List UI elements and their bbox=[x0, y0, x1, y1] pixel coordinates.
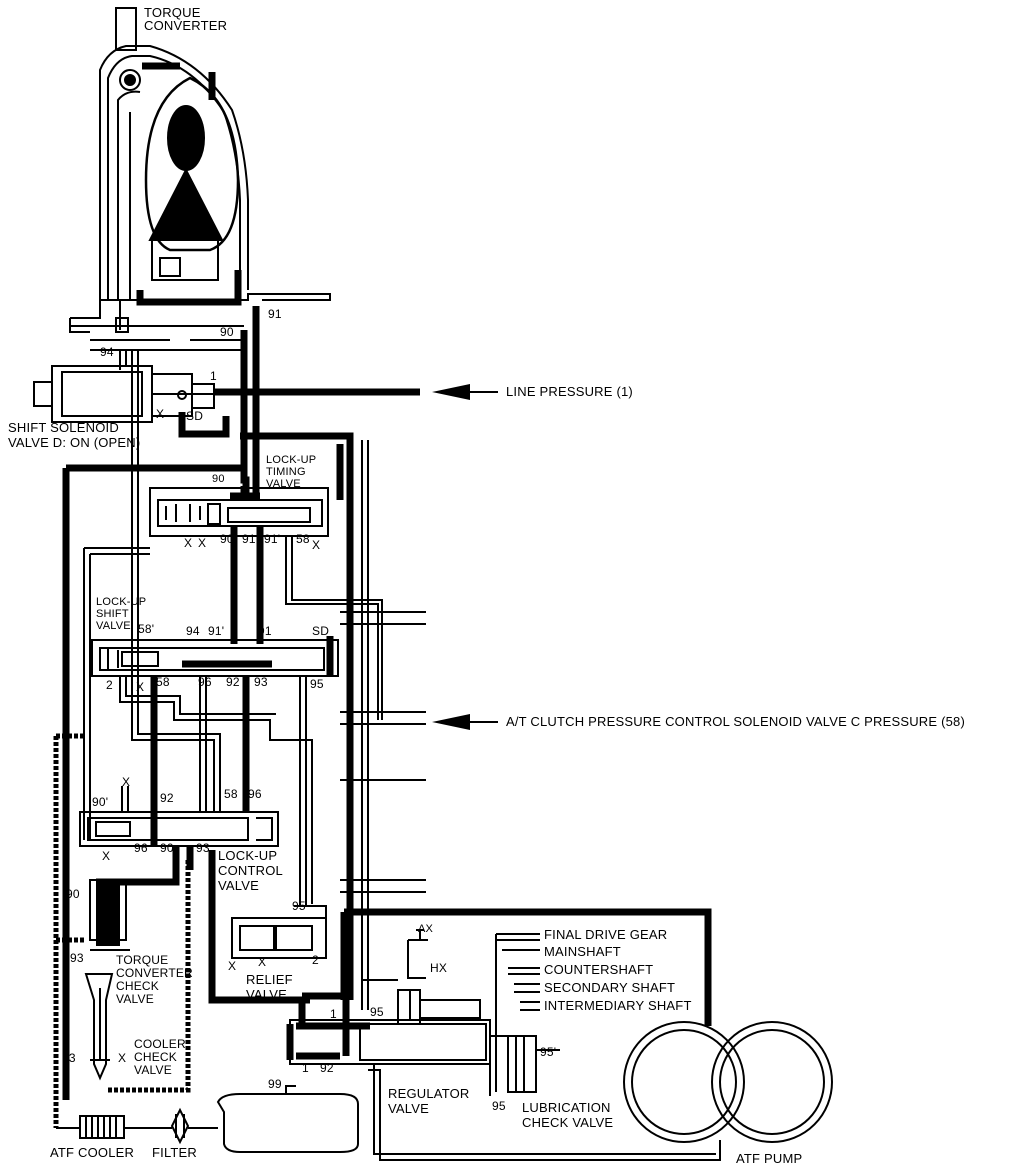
port-label: 93 bbox=[62, 1051, 76, 1065]
line-pressure-arrow bbox=[432, 384, 498, 400]
port-label: X bbox=[122, 775, 131, 789]
torque-converter-check-label: TORQUE CONVERTER CHECK VALVE bbox=[116, 953, 193, 1006]
port-label: X bbox=[184, 536, 193, 550]
port-label: 90 bbox=[66, 887, 80, 901]
port-label: 58' bbox=[138, 622, 155, 636]
port-label: X bbox=[136, 680, 145, 694]
port-label: 93 bbox=[254, 675, 268, 689]
lockup-shift-valve bbox=[91, 639, 339, 677]
shift-solenoid-valve-d bbox=[33, 365, 215, 423]
port-label: 92 bbox=[160, 791, 174, 805]
port-label: X bbox=[258, 955, 267, 969]
port-label: 94 bbox=[100, 345, 114, 359]
port-label: 1 bbox=[302, 1061, 309, 1075]
line-pressure-label: LINE PRESSURE (1) bbox=[506, 384, 633, 399]
port-label: 93 bbox=[70, 951, 84, 965]
timing-valve-black bbox=[230, 486, 264, 644]
port-label: 92 bbox=[320, 1061, 334, 1075]
regulator-valve-label: REGULATOR VALVE bbox=[388, 1086, 470, 1116]
port-label: X bbox=[198, 536, 207, 550]
port-label: 99 bbox=[268, 1077, 282, 1091]
port-label: 90' bbox=[220, 532, 237, 546]
lube-countershaft: COUNTERSHAFT bbox=[544, 962, 654, 977]
port-label: 96 bbox=[134, 841, 148, 855]
port-label: 90 bbox=[220, 325, 234, 339]
lockup-timing-valve bbox=[149, 487, 329, 537]
relief-valve bbox=[231, 917, 327, 959]
lubrication-check-valve bbox=[507, 1035, 537, 1093]
filter-label: FILTER bbox=[152, 1145, 198, 1160]
atf-pump-label: ATF PUMP bbox=[736, 1151, 803, 1166]
port-label: 1 bbox=[330, 1007, 337, 1021]
port-label: 90 bbox=[212, 473, 225, 485]
port-label: 93 bbox=[196, 841, 210, 855]
port-label: 95 bbox=[370, 1005, 384, 1019]
port-label: 91' bbox=[208, 624, 225, 638]
port-label: X bbox=[156, 407, 165, 421]
lockup-control-valve bbox=[79, 811, 279, 847]
atf-cooler-label: ATF COOLER bbox=[50, 1145, 135, 1160]
port-label: X bbox=[312, 538, 321, 552]
lockup-shift-label: LOCK-UP SHIFT VALVE bbox=[96, 596, 147, 632]
port-label: AX bbox=[418, 923, 434, 935]
port-label: 90 bbox=[160, 841, 174, 855]
port-label: 58 bbox=[156, 675, 170, 689]
port-label: 96 bbox=[248, 787, 262, 801]
port-label: SD bbox=[186, 409, 204, 423]
shift-solenoid-label: SHIFT SOLENOID VALVE D: ON (OPEN) bbox=[8, 420, 141, 450]
torque-converter-check-valve bbox=[89, 879, 130, 951]
lube-final-drive-gear: FINAL DRIVE GEAR bbox=[544, 927, 668, 942]
thin-passages bbox=[56, 350, 721, 1161]
port-label: X bbox=[102, 849, 111, 863]
lockup-control-label: LOCK-UP CONTROL VALVE bbox=[218, 848, 283, 893]
shift-valve-black bbox=[150, 636, 334, 812]
port-label: 58 bbox=[224, 787, 238, 801]
port-label: 95 bbox=[292, 899, 306, 913]
port-label: 58 bbox=[296, 532, 310, 546]
port-label: X bbox=[118, 1051, 127, 1065]
port-label: 90' bbox=[92, 795, 109, 809]
lockup-timing-label: LOCK-UP TIMING VALVE bbox=[266, 454, 317, 490]
port-label: 91 bbox=[258, 624, 272, 638]
solenoid-feed bbox=[178, 388, 420, 438]
cooler-check-label: COOLER CHECK VALVE bbox=[134, 1037, 186, 1077]
solenoid-c-arrow bbox=[432, 714, 498, 730]
filter bbox=[170, 1107, 190, 1145]
port-label: 2 bbox=[106, 678, 113, 692]
regulator-valve-black bbox=[286, 992, 370, 1060]
relief-valve-label: RELIEF VALVE bbox=[246, 972, 293, 1002]
port-label: 94 bbox=[186, 624, 200, 638]
port-label: 92 bbox=[226, 675, 240, 689]
lube-intermediary-shaft: INTERMEDIARY SHAFT bbox=[544, 998, 692, 1013]
port-label: 95' bbox=[540, 1045, 557, 1059]
lube-secondary-shaft: SECONDARY SHAFT bbox=[544, 980, 676, 995]
port-label: SD bbox=[312, 624, 330, 638]
port-label: 95 bbox=[492, 1099, 506, 1113]
torque-converter-label: TORQUE CONVERTER bbox=[144, 5, 228, 33]
port-label: 91 bbox=[268, 307, 282, 321]
port-label: 2 bbox=[312, 953, 319, 967]
vent-marks bbox=[121, 786, 129, 812]
port-label: 96 bbox=[198, 675, 212, 689]
oil-reservoir bbox=[216, 1093, 359, 1153]
solenoid-c-pressure-label: A/T CLUTCH PRESSURE CONTROL SOLENOID VAL… bbox=[506, 714, 965, 729]
main-line-pressure bbox=[208, 432, 712, 1026]
atf-cooler bbox=[79, 1115, 125, 1139]
port-label: 95 bbox=[310, 677, 324, 691]
torque-converter bbox=[69, 7, 331, 351]
lube-mainshaft: MAINSHAFT bbox=[544, 944, 621, 959]
port-label: 91' bbox=[264, 532, 281, 546]
lubrication-check-label: LUBRICATION CHECK VALVE bbox=[522, 1100, 614, 1130]
cooler-loop-dashed bbox=[53, 733, 191, 1128]
atf-pump bbox=[623, 1021, 833, 1143]
port-label: HX bbox=[430, 961, 448, 975]
port-label: 91 bbox=[242, 532, 256, 546]
cooler-check-valve bbox=[84, 973, 114, 1081]
port-label: X bbox=[228, 959, 237, 973]
port-label: 1 bbox=[210, 369, 217, 383]
